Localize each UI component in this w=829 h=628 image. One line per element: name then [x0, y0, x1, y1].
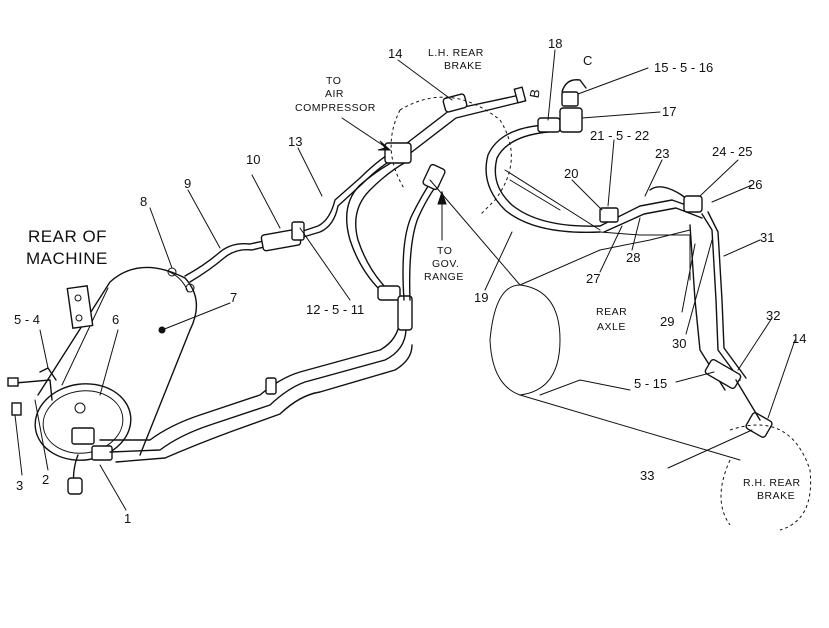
drain-valve — [67, 427, 113, 495]
tube-lines — [99, 93, 773, 463]
caption-rear-of-machine-line2: MACHINE — [26, 249, 108, 268]
caption-rh-rear-brake-line1: R.H. REAR — [743, 477, 801, 489]
caption-rear-of-machine-line1: REAR OF — [28, 227, 107, 246]
callout-29: 29 — [660, 314, 674, 329]
caption-to-gov-range-line1: TO — [437, 245, 452, 257]
rear-axle — [429, 169, 741, 461]
air-tank — [7, 266, 198, 461]
callout-23: 23 — [655, 146, 669, 161]
callout-12-5-11: 12 - 5 - 11 — [306, 302, 364, 317]
caption-rear-axle-line1: REAR — [596, 306, 627, 318]
callout-32: 32 — [766, 308, 780, 323]
caption-to-air-compressor-line1: TO — [326, 75, 341, 87]
letter-b: B — [527, 88, 543, 99]
letter-c: C — [583, 53, 592, 68]
callout-14-left: 14 — [388, 46, 402, 61]
callout-9: 9 — [184, 176, 191, 191]
caption-to-air-compressor-line2: AIR — [325, 88, 344, 100]
caption-lh-rear-brake-line1: L.H. REAR — [428, 47, 484, 59]
callout-15-5-16: 15 - 5 - 16 — [654, 60, 713, 75]
callout-26: 26 — [748, 177, 762, 192]
callout-7: 7 — [230, 290, 237, 305]
callout-28: 28 — [626, 250, 640, 265]
callout-20: 20 — [564, 166, 578, 181]
callout-13: 13 — [288, 134, 302, 149]
caption-to-gov-range-line3: RANGE — [424, 271, 464, 283]
callout-27: 27 — [586, 271, 600, 286]
callout-24-25: 24 - 25 — [712, 144, 752, 159]
callout-5-4: 5 - 4 — [14, 312, 40, 327]
callout-14-right: 14 — [792, 331, 806, 346]
callout-numbers: 1 2 3 5 - 4 6 7 8 9 10 12 - 5 - 11 13 14… — [14, 36, 806, 526]
arrows — [341, 117, 447, 241]
callout-17: 17 — [662, 104, 676, 119]
callout-33: 33 — [640, 468, 654, 483]
caption-rear-axle-line2: AXLE — [597, 321, 626, 333]
caption-to-air-compressor-line3: COMPRESSOR — [295, 102, 376, 114]
callout-18: 18 — [548, 36, 562, 51]
callout-31: 31 — [760, 230, 774, 245]
callout-3: 3 — [16, 478, 23, 493]
caption-to-gov-range-line2: GOV. — [432, 258, 459, 270]
callout-10: 10 — [246, 152, 260, 167]
callout-30: 30 — [672, 336, 686, 351]
callout-8: 8 — [140, 194, 147, 209]
captions: REAR OF MACHINE L.H. REAR BRAKE TO AIR C… — [26, 47, 801, 502]
callout-2: 2 — [42, 472, 49, 487]
fitting-c — [561, 79, 587, 107]
callout-5-15: 5 - 15 — [634, 376, 667, 391]
callout-6: 6 — [112, 312, 119, 327]
leader-lines — [14, 49, 796, 511]
caption-rh-rear-brake-line2: BRAKE — [757, 490, 795, 502]
callout-21-5-22: 21 - 5 - 22 — [590, 128, 649, 143]
fitting-b — [513, 86, 527, 104]
callout-19: 19 — [474, 290, 488, 305]
lh-rear-brake — [390, 96, 512, 216]
caption-lh-rear-brake-line2: BRAKE — [444, 60, 482, 72]
callout-1: 1 — [124, 511, 131, 526]
rh-rear-brake — [720, 424, 812, 531]
